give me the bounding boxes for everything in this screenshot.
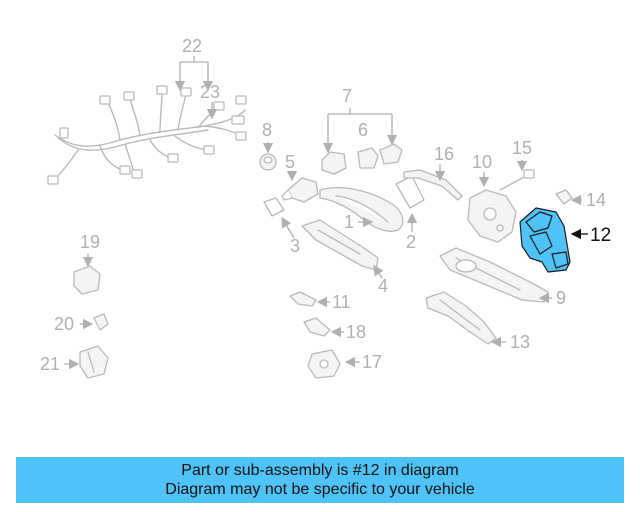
callout-19: 19 [80,232,100,252]
callout-16: 16 [434,144,454,164]
clip-part-20[interactable] [93,313,109,331]
bolt-part-18[interactable] [303,317,331,337]
callout-11: 11 [332,292,351,312]
callout-15: 15 [512,138,532,158]
callout-22: 22 [182,36,202,56]
cable-part-15[interactable] [499,169,535,191]
lock-cylinder-part-5[interactable] [281,177,319,203]
callout-1: 1 [344,212,354,232]
info-banner: Part or sub-assembly is #12 in diagram D… [16,457,624,503]
callout-8: 8 [262,120,272,140]
hinge-part-21[interactable] [79,345,109,379]
rod-part-16[interactable] [403,169,463,201]
callout-6: 6 [358,120,368,140]
callout-2: 2 [406,232,416,252]
linkage-part-13[interactable] [425,291,497,345]
leader-22 [179,56,209,82]
callout-12: 12 [590,225,611,246]
handle-cap-part-7b[interactable] [379,143,403,165]
leader-7 [327,108,393,148]
callout-3: 3 [290,236,300,256]
callout-13: 13 [510,332,530,352]
callout-9: 9 [556,288,566,308]
banner-line-2: Diagram may not be specific to your vehi… [165,481,475,498]
callout-14: 14 [586,190,606,210]
callout-21: 21 [40,354,60,374]
banner-line-1: Part or sub-assembly is #12 in diagram [181,462,459,479]
callout-18: 18 [346,322,366,342]
handle-cap-part-7a[interactable] [321,151,347,175]
callout-23: 23 [200,82,220,102]
callout-7: 7 [342,86,352,106]
leader-4 [373,264,384,279]
callout-17: 17 [362,352,382,372]
callout-4: 4 [378,276,388,296]
gasket-part-2[interactable] [395,175,425,209]
wiring-harness[interactable] [47,85,247,185]
callout-10: 10 [472,152,492,172]
handle-part-3[interactable] [263,197,285,217]
actuator-part-12-highlighted[interactable] [519,207,571,273]
grommet-part-8[interactable] [259,153,277,171]
latch-part-10[interactable] [467,189,517,243]
bolt-part-14[interactable] [555,189,573,205]
callout-20: 20 [54,314,74,334]
leader-3 [281,216,295,239]
outside-handle-part-1[interactable] [319,187,404,232]
linkage-part-4[interactable] [301,219,379,271]
striker-part-17[interactable] [307,349,341,379]
bracket-part-19[interactable] [73,265,101,295]
screw-part-11[interactable] [289,291,317,307]
cap-part-6[interactable] [357,147,379,169]
callout-5: 5 [285,152,295,172]
